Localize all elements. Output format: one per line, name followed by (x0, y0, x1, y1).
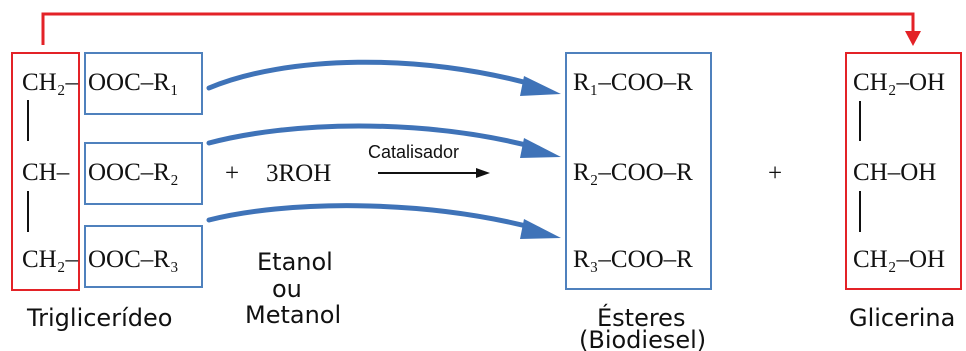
triglyceride-row-3-left: CH₂– (22, 246, 78, 273)
glycerin-row-1: CH₂–OH (853, 69, 945, 96)
triglyceride-group-box-2 (84, 142, 203, 205)
triglyceride-group-box-1 (84, 52, 203, 115)
group-transfer-arrowhead-1 (520, 76, 561, 96)
ester-row-3: R₃–COO–R (573, 246, 693, 273)
triglyceride-row-2-left: CH– (22, 159, 70, 186)
reaction-arrowhead (476, 168, 490, 178)
triglyceride-label: Triglicerídeo (26, 304, 172, 332)
ester-row-2: R₂–COO–R (573, 159, 693, 186)
group-transfer-arrowhead-2 (520, 138, 561, 158)
esters-box (565, 52, 712, 290)
alcohol-label-line-3: Metanol (245, 301, 341, 329)
glycerol-transfer-arrowhead (905, 31, 921, 46)
esters-label: Ésteres (597, 303, 685, 332)
reagent-formula: 3ROH (266, 160, 331, 187)
triglyceride-row-3-group: OOC–R₃ (88, 246, 179, 273)
group-transfer-arrow-3 (206, 203, 541, 232)
esters-sublabel: (Biodiesel) (579, 326, 706, 351)
ester-row-1: R₁–COO–R (573, 69, 693, 96)
triglyceride-backbone-box (11, 52, 80, 291)
plus-sign-1: + (225, 160, 239, 187)
catalyst-label: Catalisador (368, 142, 459, 162)
glycerin-row-3: CH₂–OH (853, 246, 945, 273)
group-transfer-arrow-2 (206, 123, 541, 151)
triglyceride-group-box-3 (84, 225, 203, 288)
glycerin-label: Glicerina (849, 304, 955, 332)
glycerin-row-2: CH–OH (853, 159, 936, 186)
glycerol-transfer-arrow (41, 12, 915, 45)
plus-sign-2: + (768, 160, 782, 187)
triglyceride-row-1-group: OOC–R₁ (88, 69, 179, 96)
group-transfer-arrow-1 (206, 59, 541, 91)
triglyceride-row-2-group: OOC–R₂ (88, 159, 179, 186)
alcohol-label-line-2: ou (272, 275, 302, 303)
alcohol-label-line-1: Etanol (257, 248, 333, 276)
glycerin-box (845, 52, 962, 290)
triglyceride-row-1-left: CH₂– (22, 69, 78, 96)
group-transfer-arrowhead-3 (520, 219, 561, 239)
